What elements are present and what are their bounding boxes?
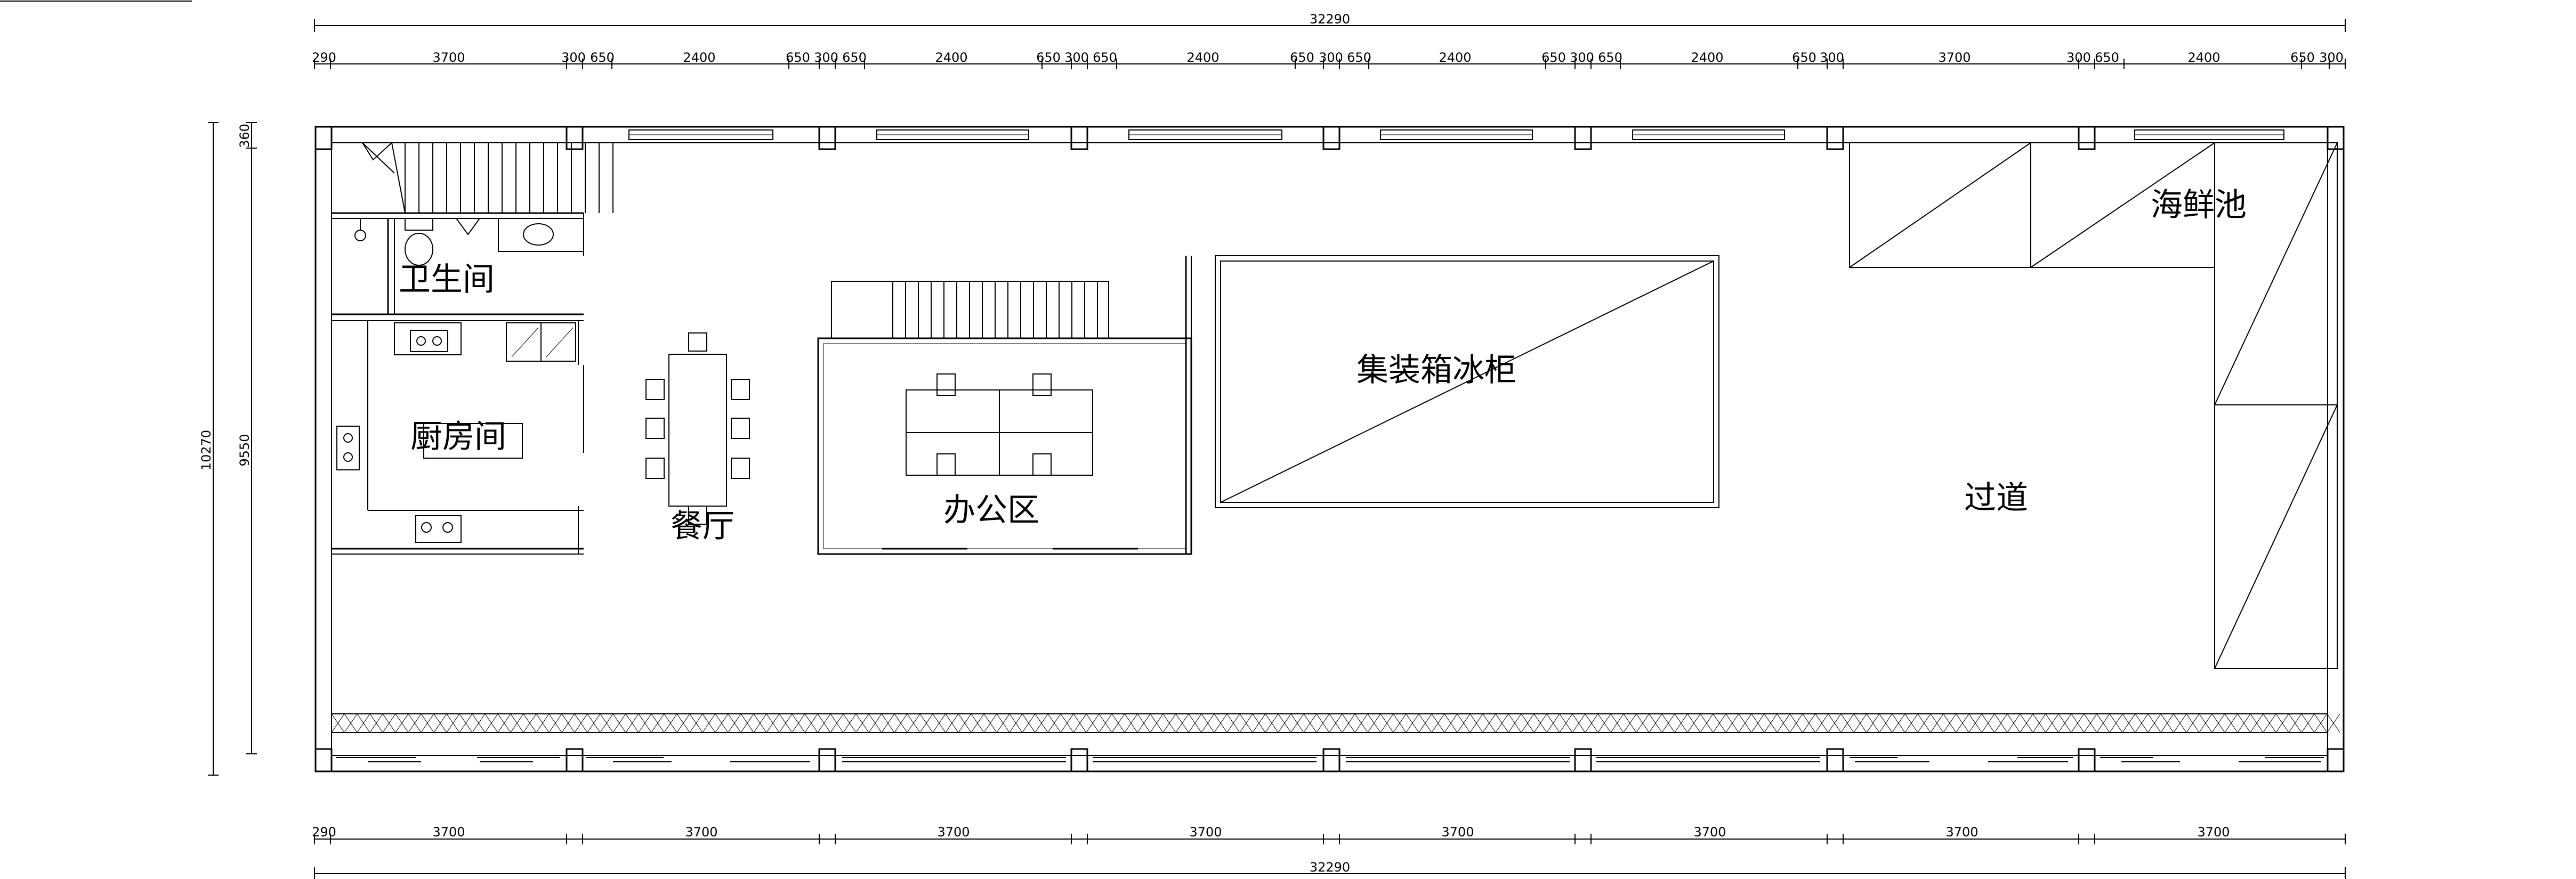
floor-drain-icon (354, 230, 366, 241)
bottom-seg-4: 3700 (1189, 825, 1222, 840)
top-seg-12: 2400 (1186, 50, 1219, 65)
top-seg-27: 650 (2290, 50, 2315, 65)
building-walls (314, 126, 2345, 772)
top-seg-4: 2400 (683, 50, 715, 65)
bottom-seg-6: 3700 (1693, 825, 1726, 840)
room-label-bathroom: 卫生间 (399, 261, 495, 298)
dining: 餐厅 (645, 332, 750, 545)
left-outer-height: 10270 (199, 430, 214, 470)
dining-table (668, 354, 727, 507)
stove-icon (410, 330, 448, 352)
room-label-office: 办公区 (943, 492, 1039, 529)
bottom-seg-3: 3700 (937, 825, 970, 840)
top-seg-11: 650 (1093, 50, 1117, 65)
left-inner-height: 9550 (237, 434, 252, 466)
room-label-corridor: 过道 (1964, 479, 2028, 517)
bottom-doors (336, 757, 2324, 762)
top-seg-6: 300 (814, 50, 838, 65)
top-seg-26: 2400 (2187, 50, 2220, 65)
overall-width-bottom: 32290 (1310, 860, 1350, 875)
top-seg-23: 3700 (1938, 50, 1971, 65)
top-seg-13: 650 (1290, 50, 1314, 65)
bottom-dimensions: 290 3700 3700 3700 3700 3700 3700 3700 3… (312, 825, 2346, 879)
kitchen-island (423, 423, 523, 459)
kitchen-sink-icon (415, 515, 462, 543)
top-seg-21: 650 (1792, 50, 1816, 65)
top-seg-24: 300 (2066, 50, 2091, 65)
side-stove-icon (336, 426, 360, 470)
top-seg-2: 300 (561, 50, 586, 65)
top-seg-17: 650 (1541, 50, 1566, 65)
room-label-container-freezer: 集装箱冰柜 (1356, 352, 1516, 389)
columns (314, 126, 2345, 772)
toilet-icon (405, 233, 433, 266)
bottom-seg-0: 290 (312, 825, 336, 840)
top-seg-22: 300 (1820, 50, 1844, 65)
bottom-seg-1: 3700 (432, 825, 465, 840)
top-seg-9: 650 (1036, 50, 1061, 65)
top-seg-0: 290 (312, 50, 336, 65)
top-dimensions: 32290 290 3700 300 650 2400 650 300 650 … (312, 12, 2346, 69)
top-seg-8: 2400 (935, 50, 967, 65)
bottom-seg-7: 3700 (1945, 825, 1978, 840)
bottom-seg-8: 3700 (2197, 825, 2230, 840)
office: 办公区 (817, 256, 1192, 555)
top-windows (628, 129, 2284, 140)
left-small-height: 360 (237, 124, 252, 148)
top-seg-18: 300 (1570, 50, 1594, 65)
top-seg-19: 650 (1598, 50, 1622, 65)
inner-wall (331, 142, 2328, 756)
top-seg-28: 300 (2319, 50, 2344, 65)
top-seg-20: 2400 (1691, 50, 1723, 65)
room-label-seafood-pool: 海鲜池 (2151, 186, 2247, 224)
bathroom: 卫生间 (332, 142, 613, 314)
bottom-seg-5: 3700 (1441, 825, 1474, 840)
bottom-seg-2: 3700 (685, 825, 717, 840)
top-seg-16: 2400 (1439, 50, 1471, 65)
left-dimensions: 10270 360 9550 (199, 122, 257, 776)
top-seg-25: 650 (2095, 50, 2119, 65)
bottom-hatch-strip (331, 713, 2340, 733)
seafood-pools: 海鲜池 (1849, 142, 2338, 669)
container-freezer: 集装箱冰柜 (1215, 255, 1719, 508)
room-label-kitchen: 厨房间 (410, 418, 506, 455)
top-seg-10: 300 (1064, 50, 1089, 65)
top-seg-1: 3700 (432, 50, 465, 65)
kitchen: 厨房间 (332, 313, 584, 555)
top-seg-3: 650 (590, 50, 615, 65)
top-seg-14: 300 (1319, 50, 1343, 65)
top-seg-7: 650 (842, 50, 867, 65)
top-seg-15: 650 (1347, 50, 1371, 65)
top-seg-5: 650 (786, 50, 810, 65)
overall-width-top: 32290 (1310, 12, 1350, 27)
room-label-dining: 餐厅 (671, 508, 734, 545)
